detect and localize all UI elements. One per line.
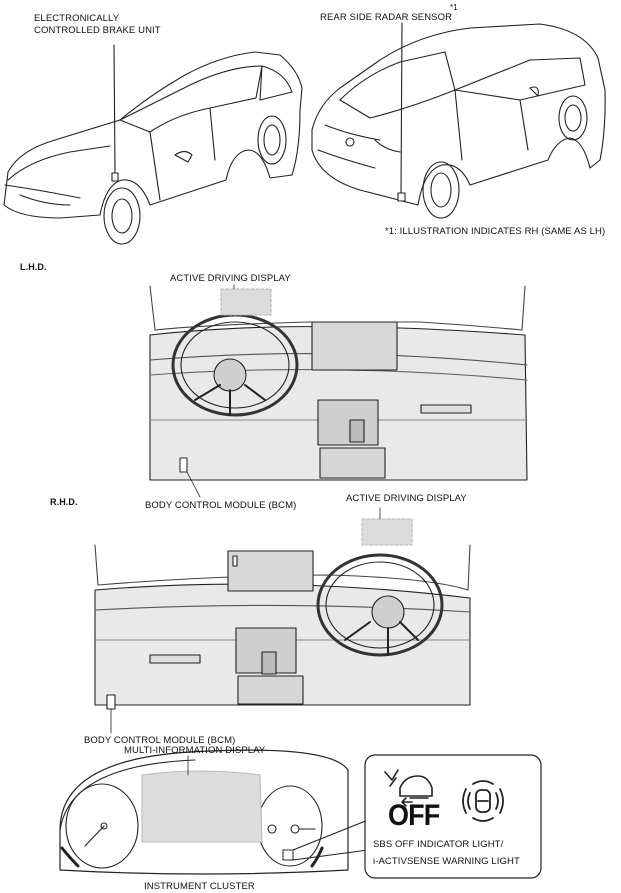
radar-sensor-label: REAR SIDE RADAR SENSOR (320, 12, 453, 23)
note-text: *1: ILLUSTRATION INDICATES RH (SAME AS L… (385, 226, 606, 237)
bcm-rhd-label: BODY CONTROL MODULE (BCM) (84, 735, 236, 746)
i-activsense-warning-icon (462, 780, 504, 822)
dashboard-rhd-icon (94, 544, 471, 734)
brake-unit-label-line2: CONTROLLED BRAKE UNIT (34, 25, 161, 36)
active-driving-display-rhd (361, 518, 413, 546)
car-rear-view-icon (311, 22, 606, 219)
active-display-rhd-label: ACTIVE DRIVING DISPLAY (346, 493, 467, 504)
lhd-heading: L.H.D. (20, 262, 47, 272)
multi-information-display-area (141, 770, 263, 843)
callout-text-line2: i-ACTIVSENSE WARNING LIGHT (373, 856, 520, 867)
sbs-off-text: OFF (388, 799, 440, 832)
rhd-heading: R.H.D. (50, 497, 78, 507)
instrument-cluster-icon (59, 749, 369, 875)
multi-info-display-label: MULTI-INFORMATION DISPLAY (124, 745, 266, 756)
instrument-cluster-label: INSTRUMENT CLUSTER (144, 881, 255, 892)
sbs-off-indicator-icon (384, 769, 433, 807)
active-display-lhd-label: ACTIVE DRIVING DISPLAY (170, 273, 291, 284)
bcm-lhd-label: BODY CONTROL MODULE (BCM) (145, 500, 297, 511)
car-front-view-icon (3, 44, 303, 245)
note-ref-mark: *1 (450, 3, 458, 12)
brake-unit-label-line1: ELECTRONICALLY (34, 13, 120, 24)
dashboard-lhd-icon (149, 285, 528, 498)
active-driving-display-lhd (220, 288, 272, 316)
callout-text-line1: SBS OFF INDICATOR LIGHT/ (373, 839, 504, 850)
callout-box (364, 754, 542, 879)
